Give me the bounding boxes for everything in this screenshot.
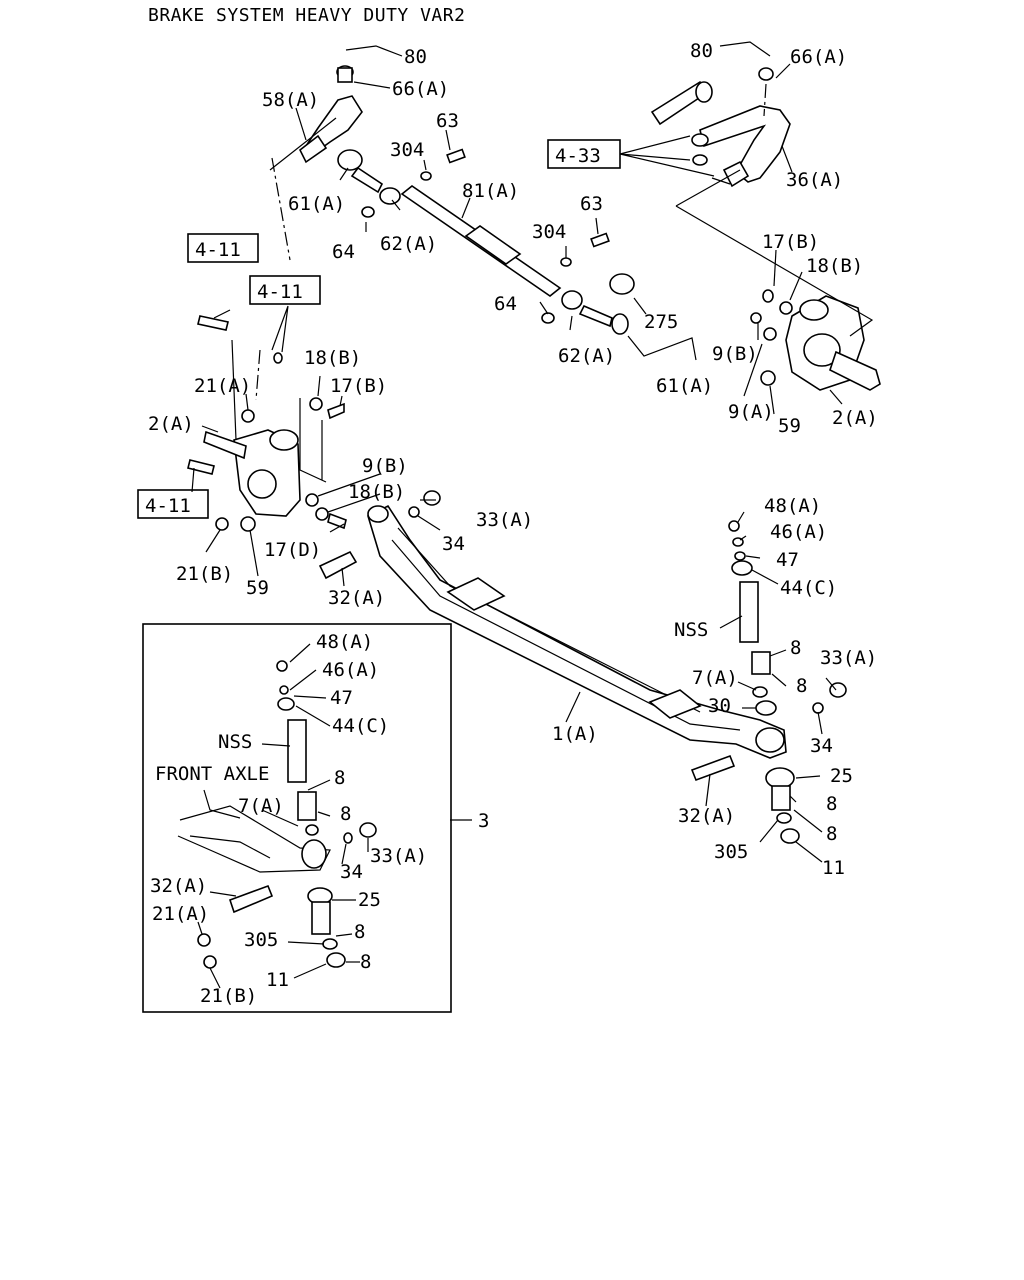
callout: 61(A) [288,193,345,215]
centre-line [255,349,261,401]
callout: 305 [714,841,748,863]
inset-axle-detail [177,660,377,969]
callout: 64 [332,241,355,263]
ref-label: 4-11 [145,495,191,517]
callout: 8 [354,921,365,943]
callout: 63 [436,110,459,132]
callout: 48(A) [764,495,821,517]
callout: 21(A) [152,903,209,925]
callout: 8 [796,675,807,697]
callout: 21(B) [200,985,257,1007]
callout: NSS [674,619,708,641]
centre-line [763,83,767,117]
callout: 18(B) [304,347,361,369]
callout: 2(A) [832,407,878,429]
callout: 32(A) [678,805,735,827]
callout: 47 [776,549,799,571]
callout: 58(A) [262,89,319,111]
callout: 46(A) [770,521,827,543]
callout-labels: 80 66(A) 58(A) 63 304 61(A) 81(A) 64 62(… [148,40,878,1007]
callout: 17(B) [762,231,819,253]
callout: 8 [334,767,345,789]
callout: 33(A) [476,509,533,531]
callout: 8 [826,823,837,845]
callout: 34 [810,735,833,757]
callout: 59 [778,415,801,437]
callout: 80 [404,46,427,68]
steering-arm-left [269,65,401,218]
tie-rod [400,148,635,335]
inset-frame [142,623,452,1013]
centre-line [271,157,291,261]
callout: 62(A) [380,233,437,255]
front-axle-beam [318,490,847,782]
callout: 34 [442,533,465,555]
knuckle-right [675,169,881,391]
callout: 11 [266,969,289,991]
callout: 18(B) [806,255,863,277]
callout: 66(A) [790,46,847,68]
callout: 44(C) [332,715,389,737]
callout: 21(B) [176,563,233,585]
callout: 63 [580,193,603,215]
callout: 36(A) [786,169,843,191]
callout: 30 [708,695,731,717]
callout: 3 [478,810,489,832]
callout: 8 [360,951,371,973]
callout: 18(B) [348,481,405,503]
callout: 25 [830,765,853,787]
callout: 66(A) [392,78,449,100]
callout: 25 [358,889,381,911]
callout: 47 [330,687,353,709]
callout: 33(A) [370,845,427,867]
leader-lines [191,41,843,989]
callout: FRONT AXLE [155,763,269,785]
ref-box-4-11-top[interactable]: 4-11 [187,233,259,263]
callout: 304 [390,139,424,161]
callout: 8 [826,793,837,815]
knuckle-left [187,315,347,532]
callout: 17(D) [264,539,321,561]
callout: 34 [340,861,363,883]
callout: 305 [244,929,278,951]
callout: 32(A) [328,587,385,609]
callout: 44(C) [780,577,837,599]
callout: 64 [494,293,517,315]
ref-label: 4-11 [195,239,241,261]
callout: 81(A) [462,180,519,202]
ref-box-4-11-mid[interactable]: 4-11 [249,275,321,305]
callout: 11 [822,857,845,879]
callout: 8 [790,637,801,659]
ref-box-4-11-low[interactable]: 4-11 [137,489,209,519]
callout: 32(A) [150,875,207,897]
callout: 7(A) [692,667,738,689]
callout: NSS [218,731,252,753]
ref-label: 4-33 [555,145,601,167]
callout: 1(A) [552,723,598,745]
diagram-title: BRAKE SYSTEM HEAVY DUTY VAR2 [148,5,465,26]
callout: 21(A) [194,375,251,397]
callout: 61(A) [656,375,713,397]
king-pin-stack-right [728,520,800,844]
callout: 2(A) [148,413,194,435]
callout: 17(B) [330,375,387,397]
callout: 7(A) [238,795,284,817]
callout: 9(B) [362,455,408,477]
callout: 304 [532,221,566,243]
callout: 9(B) [712,343,758,365]
callout: 8 [340,803,351,825]
callout: 46(A) [322,659,379,681]
callout: 48(A) [316,631,373,653]
callout: 62(A) [558,345,615,367]
callout: 9(A) [728,401,774,423]
ref-label: 4-11 [257,281,303,303]
callout: 59 [246,577,269,599]
callout: 275 [644,311,678,333]
callout: 80 [690,40,713,62]
callout: 33(A) [820,647,877,669]
ref-box-4-33[interactable]: 4-33 [547,139,621,169]
steering-arm-right [650,67,791,188]
